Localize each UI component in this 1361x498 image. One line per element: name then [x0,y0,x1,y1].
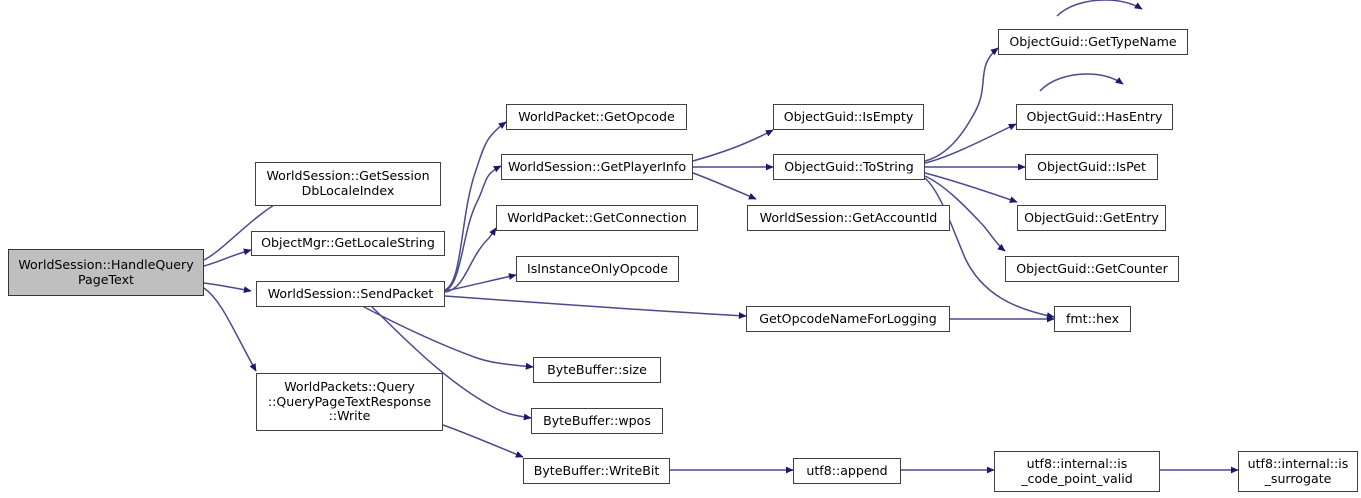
graph-node-getsessiondblocaleindex[interactable]: WorldSession::GetSession DbLocaleIndex [255,162,441,206]
graph-edge [363,306,534,370]
graph-node-label: WorldPacket::GetOpcode [518,108,675,124]
graph-node-isempty[interactable]: ObjectGuid::IsEmpty [773,104,924,130]
graph-node-getconnection[interactable]: WorldPacket::GetConnection [496,205,698,231]
graph-node-fmthex[interactable]: fmt::hex [1054,306,1131,332]
graph-node-bytebuffersize[interactable]: ByteBuffer::size [533,357,661,383]
graph-node-label: ObjectGuid::GetCounter [1016,260,1168,276]
graph-edge [692,172,757,200]
graph-node-label: GetOpcodeNameForLogging [759,310,937,326]
graph-node-label: WorldPackets::Query ::QueryPageTextRespo… [267,379,432,424]
graph-edge [203,282,252,294]
graph-node-label: WorldSession::GetSession DbLocaleIndex [266,168,430,198]
graph-node-label: utf8::append [806,462,888,478]
graph-node-gettypename[interactable]: ObjectGuid::GetTypeName [998,29,1188,55]
graph-node-label: ByteBuffer::wpos [543,412,651,428]
graph-node-getlocalestring[interactable]: ObjectMgr::GetLocaleString [251,231,445,256]
graph-node-label: IsInstanceOnlyOpcode [527,260,668,276]
graph-node-label: ByteBuffer::WriteBit [533,462,660,478]
graph-node-issurrogate[interactable]: utf8::internal::is _surrogate [1238,451,1358,492]
graph-node-bytebufferwpos[interactable]: ByteBuffer::wpos [531,408,663,434]
graph-node-querypagetextresponsewrite[interactable]: WorldPackets::Query ::QueryPageTextRespo… [256,373,443,431]
graph-node-label: WorldSession::SendPacket [267,285,434,301]
graph-edge [203,248,252,267]
graph-node-label: WorldPacket::GetConnection [507,209,687,225]
graph-edge [924,123,1017,164]
graph-node-label: WorldSession::HandleQuery PageText [18,256,194,287]
graph-node-bytebufferwritebit[interactable]: ByteBuffer::WriteBit [523,458,670,484]
graph-node-getopcode[interactable]: WorldPacket::GetOpcode [506,104,687,130]
graph-node-label: WorldSession::GetAccountId [759,209,938,225]
graph-edge [924,47,999,162]
graph-node-getentry[interactable]: ObjectGuid::GetEntry [1017,205,1166,231]
graph-node-label: ObjectGuid::ToString [784,158,914,174]
graph-node-handlequerypagetext[interactable]: WorldSession::HandleQuery PageText [8,249,204,296]
graph-edge [924,175,1006,252]
graph-node-hasentry[interactable]: ObjectGuid::HasEntry [1016,104,1173,130]
graph-node-label: fmt::hex [1065,310,1120,326]
graph-edge [444,121,507,291]
graph-edge [692,129,774,162]
graph-node-getopcodenameforlogging[interactable]: GetOpcodeNameForLogging [746,306,950,332]
graph-edge [444,165,502,292]
graph-edge [442,424,524,458]
graph-node-label: utf8::internal::is _code_point_valid [1021,455,1133,486]
graph-node-isinstanceonlyopcode[interactable]: IsInstanceOnlyOpcode [516,256,679,282]
graph-node-getaccountid[interactable]: WorldSession::GetAccountId [747,205,950,231]
graph-edge [203,287,257,372]
graph-edge [1039,73,1124,92]
graph-edge [924,172,1018,203]
graph-node-label: ObjectGuid::IsPet [1037,158,1146,174]
graph-node-label: ObjectGuid::IsEmpty [783,108,914,124]
graph-edge [444,227,497,293]
graph-node-getplayerinfo[interactable]: WorldSession::GetPlayerInfo [501,154,693,180]
graph-edge [444,295,747,320]
graph-node-label: utf8::internal::is _surrogate [1247,455,1349,486]
graph-edge [924,177,1055,319]
graph-node-getcounter[interactable]: ObjectGuid::GetCounter [1005,256,1179,282]
graph-node-tostring[interactable]: ObjectGuid::ToString [773,154,925,180]
graph-node-ispet[interactable]: ObjectGuid::IsPet [1025,154,1158,180]
graph-node-label: ObjectGuid::GetTypeName [1009,33,1177,49]
graph-node-label: ObjectMgr::GetLocaleString [261,235,435,251]
graph-node-label: ObjectGuid::GetEntry [1024,209,1159,225]
graph-node-label: ByteBuffer::size [547,361,647,377]
graph-edge [1056,0,1143,17]
graph-node-label: WorldSession::GetPlayerInfo [507,158,687,174]
graph-node-sendpacket[interactable]: WorldSession::SendPacket [256,281,445,307]
graph-edge [444,273,517,292]
graph-node-utf8append[interactable]: utf8::append [793,458,901,484]
graph-edge [371,306,532,421]
edge-group [203,0,1239,474]
graph-node-iscodepointvalid[interactable]: utf8::internal::is _code_point_valid [994,451,1160,492]
graph-node-label: ObjectGuid::HasEntry [1026,108,1163,124]
